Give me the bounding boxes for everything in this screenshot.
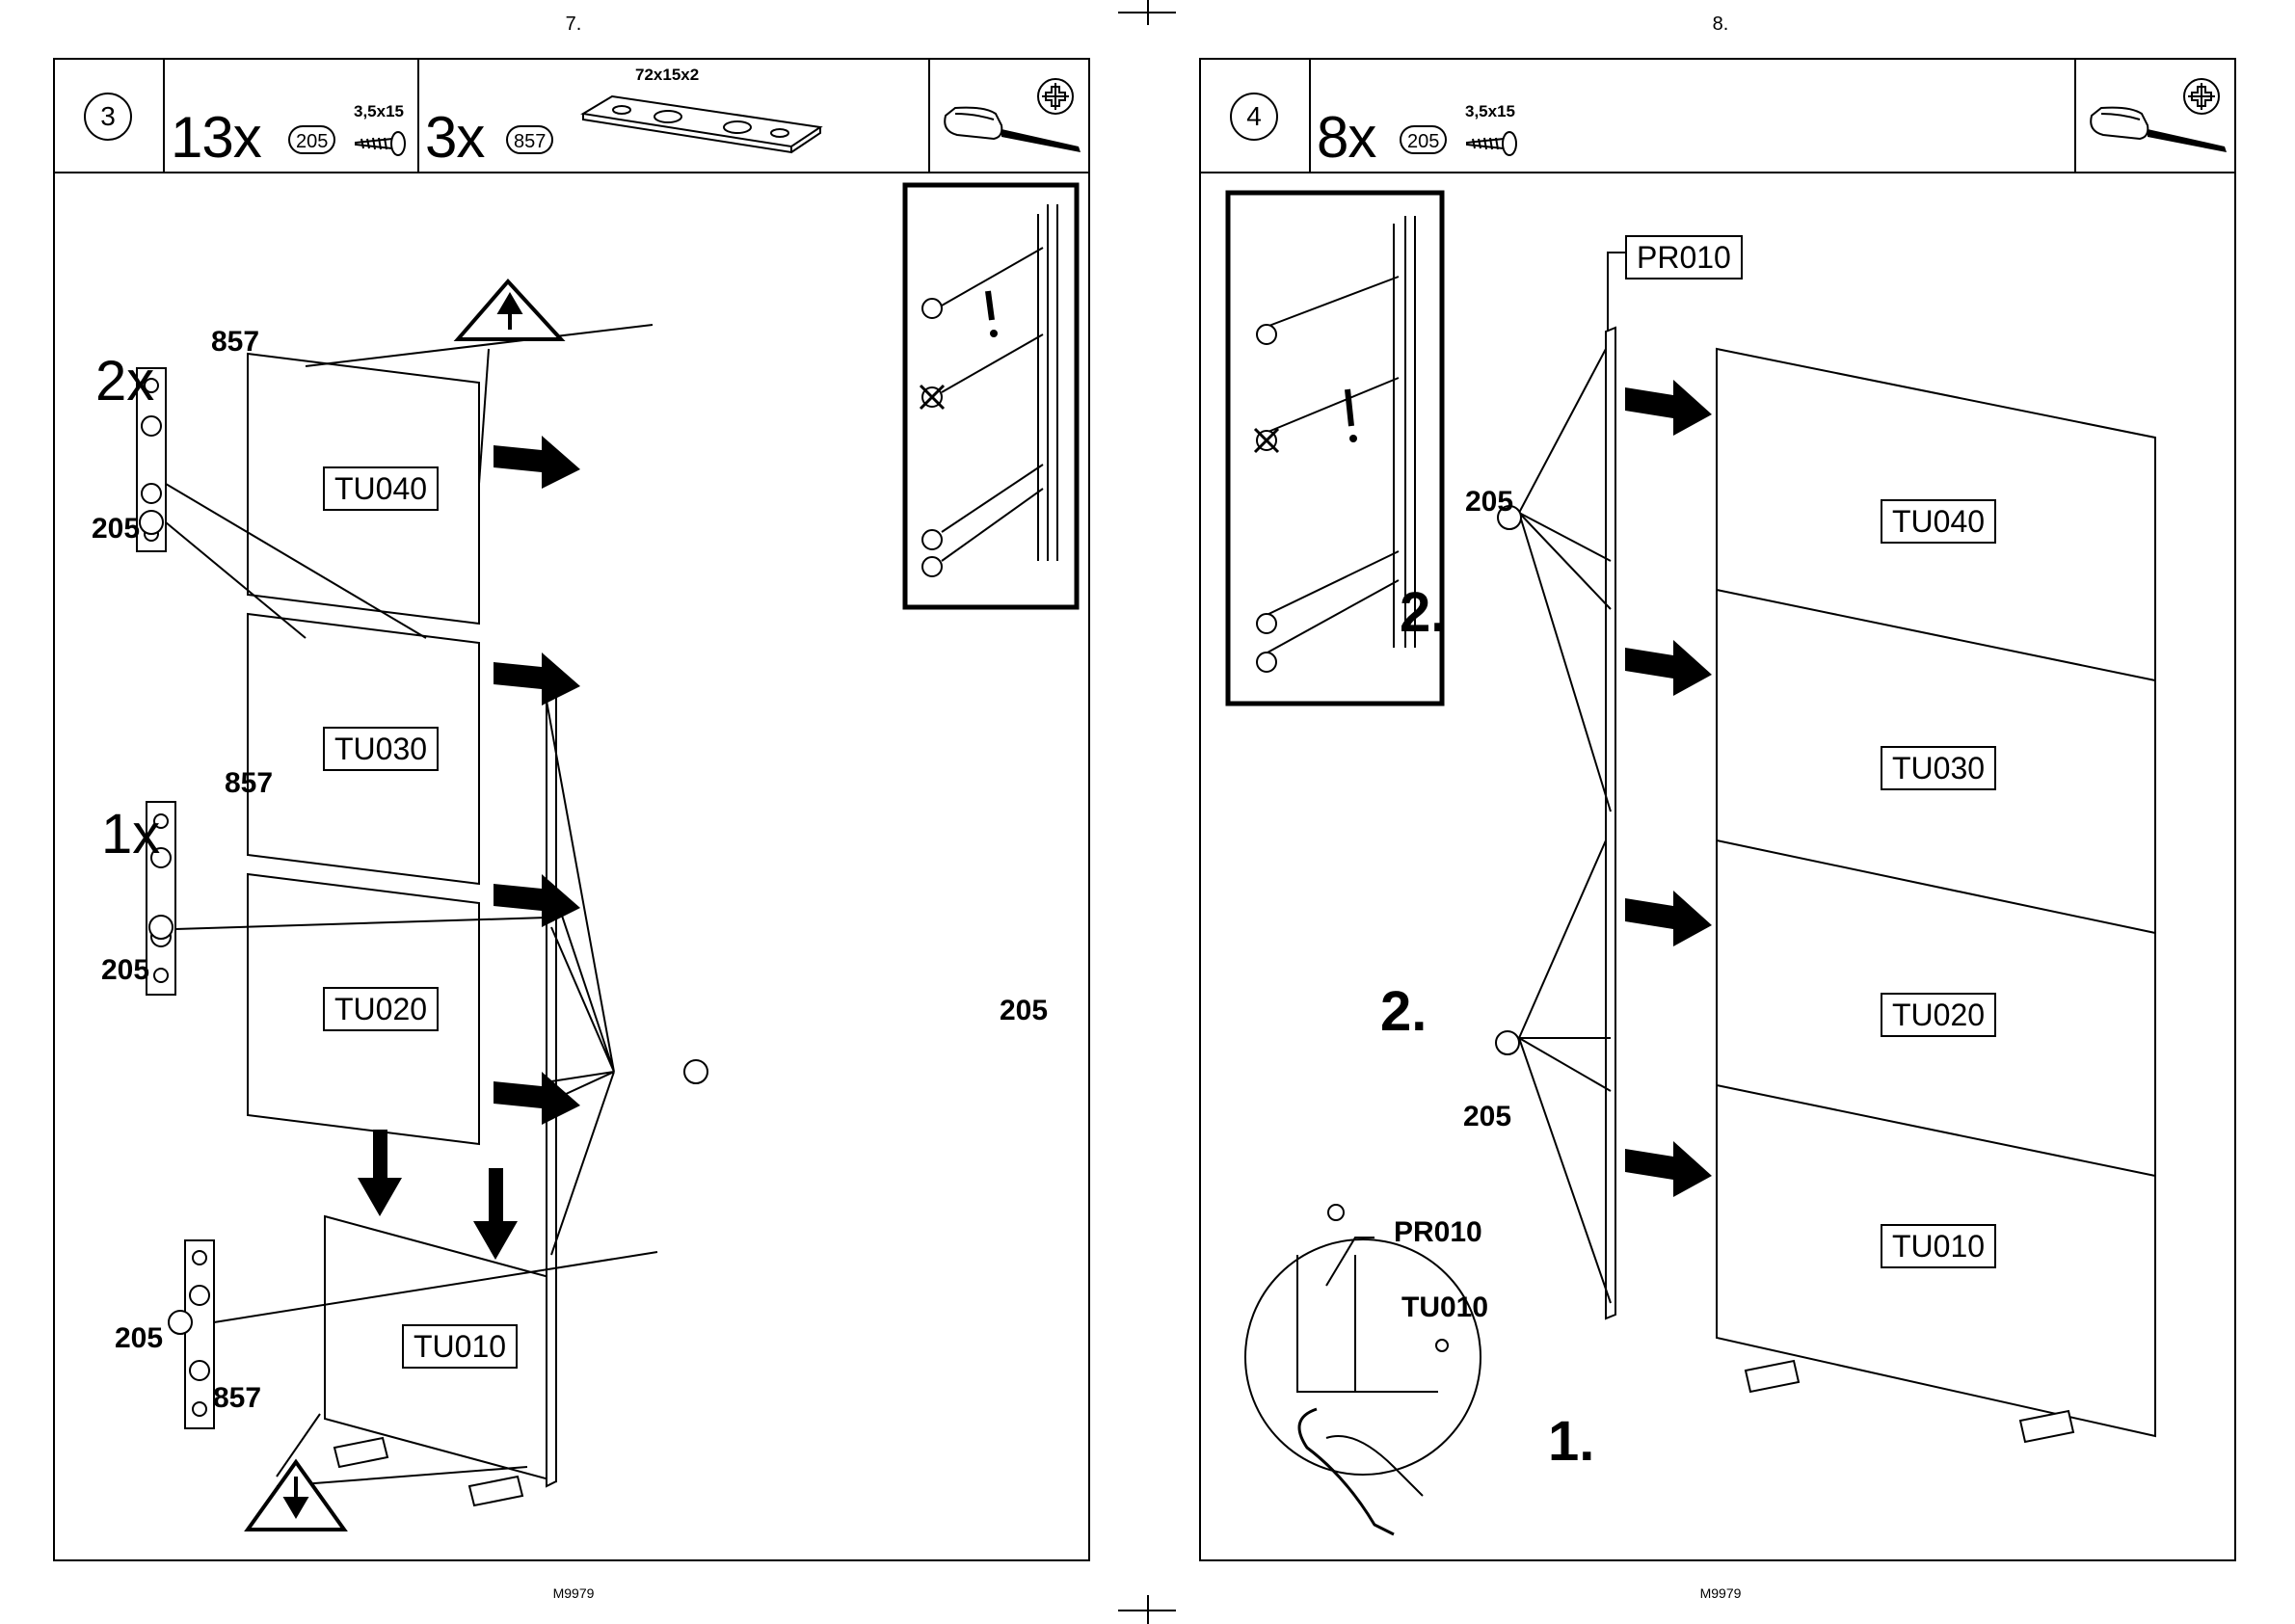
- multiplier-1x: 1x: [101, 802, 160, 866]
- foot-shape: [469, 1477, 522, 1505]
- detail-label-pr010: PR010: [1394, 1216, 1482, 1249]
- multiplier-2x: 2x: [95, 349, 154, 413]
- detail-label-tu010: TU010: [1401, 1291, 1488, 1324]
- rail-label-pr010: PR010: [1625, 235, 1743, 280]
- foot-shape: [334, 1438, 387, 1467]
- step-marker-2: 2.: [1400, 580, 1446, 645]
- connector-plate-shape: [185, 1240, 214, 1428]
- direction-arrows: [1625, 380, 1712, 1197]
- exclamation-icon: [988, 291, 992, 320]
- exclamation-icon: [1348, 389, 1351, 426]
- screw-label: 205: [1465, 486, 1513, 519]
- panel-label-tu010: TU010: [1881, 1224, 1996, 1268]
- assembly-drawing-step-3: [55, 60, 1092, 1563]
- crop-mark: [1118, 12, 1176, 13]
- panel-label-tu040: TU040: [1881, 499, 1996, 544]
- screw-label: 205: [1463, 1101, 1511, 1133]
- crop-mark: [1118, 1610, 1176, 1611]
- screw-label: 205: [101, 954, 149, 987]
- panel-label-tu040: TU040: [323, 466, 439, 511]
- warning-up-icon: [458, 281, 561, 339]
- panel-label-tu020: TU020: [1881, 993, 1996, 1037]
- rail-pr010-shape: [1606, 328, 1615, 1318]
- footer-code-right: M9979: [1672, 1585, 1769, 1601]
- footer-code-left: M9979: [525, 1585, 622, 1601]
- screw-label: 205: [1000, 995, 1048, 1027]
- magnifier-detail-shape: [1245, 1239, 1481, 1475]
- instruction-page-step-4: 4 8x 205 3,5x15: [1199, 58, 2236, 1561]
- panel-label-tu010: TU010: [402, 1324, 518, 1369]
- assembly-drawing-step-4: [1201, 60, 2238, 1563]
- plate-label: 857: [225, 767, 273, 800]
- page-number-right: 8.: [1692, 13, 1749, 36]
- screw-label: 205: [115, 1322, 163, 1355]
- page-number-left: 7.: [545, 13, 602, 36]
- instruction-page-step-3: 3 13x 205 3,5x15 3x 857 72x15x2: [53, 58, 1090, 1561]
- plate-label: 857: [213, 1382, 261, 1415]
- panel-label-tu020: TU020: [323, 987, 439, 1031]
- screw-label: 205: [92, 513, 140, 546]
- warning-down-icon: [248, 1462, 344, 1530]
- panel-label-tu030: TU030: [323, 727, 439, 771]
- panel-label-tu030: TU030: [1881, 746, 1996, 790]
- plate-label: 857: [211, 326, 259, 359]
- step-marker-1: 1.: [1548, 1409, 1594, 1474]
- step-marker-2: 2.: [1380, 979, 1427, 1044]
